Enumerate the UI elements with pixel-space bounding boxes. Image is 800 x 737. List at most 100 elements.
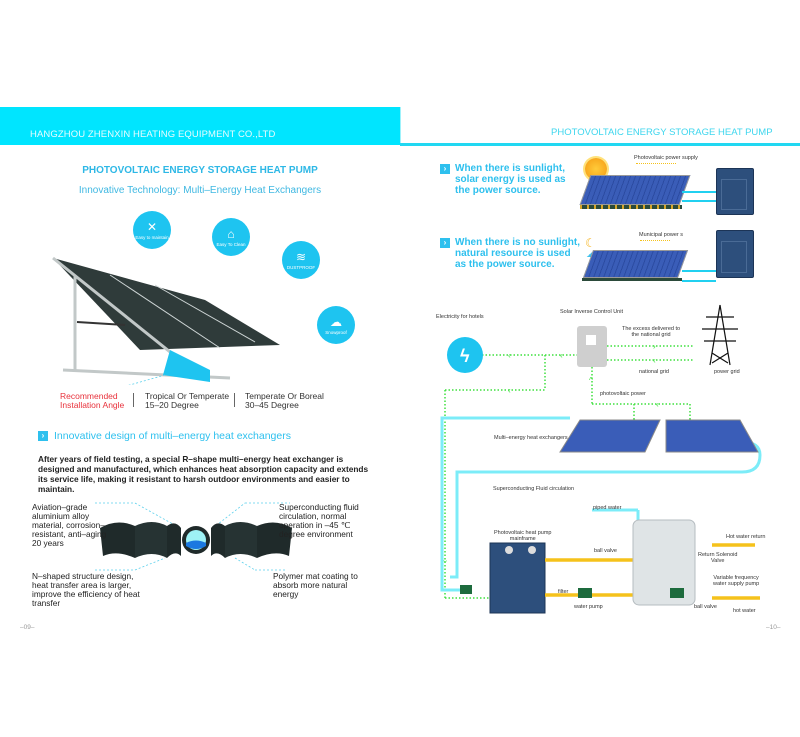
leader-line [640,240,670,241]
callout-fluid-circulation: Superconducting fluid circulation, norma… [279,502,359,539]
water-tank [632,519,696,606]
fin [257,522,292,558]
svg-text:^: ^ [589,376,593,385]
tools-icon: ✕ [146,219,158,234]
text-line: Return Solenoid [698,552,738,558]
control-unit-label: Solar Inverse Control Unit [560,309,623,315]
fin [100,522,135,558]
heat-pump-unit [716,230,754,278]
panel-seam [109,274,221,349]
recommended-angle-label: Recommended Installation Angle [60,392,124,410]
fluid-wave [186,540,206,549]
label-line: 15–20 Degree [145,400,199,410]
electricity-hotels-label: Electricity for hotels [436,314,484,320]
fin [211,523,225,558]
separator [234,393,235,407]
fin [167,523,181,558]
svg-text:‹: ‹ [560,351,563,360]
text-line: When there is sunlight, [455,163,566,174]
ball-valve-2-label: ball valve [694,604,717,610]
text-line: The excess delivered to [622,326,681,332]
svg-text:›: › [653,342,656,351]
sun-icon [585,158,607,180]
callout-n-shape: N–shaped structure design, heat transfer… [32,571,140,608]
panel-surface [53,258,280,350]
cable [682,280,716,282]
power-flow-lines [444,345,693,599]
feature-easy-clean: ⌂ Easy To Clean [212,218,250,256]
header-line-right [400,143,800,146]
separator [133,393,134,407]
page-number-left: –09– [20,624,35,631]
wind-dust-icon: ≋ [295,249,307,264]
gauge [528,546,536,554]
fin [225,522,257,558]
vf-pump-label: Variable frequency water supply pump [713,575,759,587]
lightning-glyph: ϟ [460,346,470,366]
fluid-circulation-label: Superconducting Fluid circulation [493,486,575,492]
feature-snowproof: ☁ Snowproof [317,306,355,344]
leader-line [234,557,256,571]
svg-text:‹: ‹ [653,356,656,365]
solar-panel-sun [579,175,691,205]
svg-text:‹: ‹ [508,386,511,395]
leader-line [212,502,246,529]
page-title: PHOTOVOLTAIC ENERGY STORAGE HEAT PUMP [82,165,318,176]
text-line: Photovoltaic heat pump [494,530,552,536]
pv-supply-label: Photovoltaic power supply [634,155,698,161]
mainframe-label: Photovoltaic heat pump mainframe [494,530,551,542]
heat-exchanger-illustration [95,502,292,571]
filter-label: filter [558,589,569,595]
header-band-left [0,107,400,145]
feature-label: Snowproof [325,329,347,335]
hot-water-return-label: Hot water return [726,534,766,540]
national-grid-label: national grid [639,369,669,375]
heat-exchanger-panel [559,419,661,453]
page-divider [400,107,401,145]
text-line: When there is no sunlight, [455,237,580,248]
supply-pump [670,588,684,598]
return-valve-label: Return Solenoid Valve [698,552,737,564]
callout-aluminium: Aviation–grade aluminium alloy material,… [32,502,107,548]
panel-base [580,205,682,209]
section-heading-text: Innovative design of multi–energy heat e… [54,430,291,442]
heat-pump-mainframe [489,542,546,614]
system-flow-diagram: ‹‹‹ ›‹‹ › ^ ϟ [440,304,762,614]
mode-sunlight-text: › When there is sunlight, solar energy i… [440,163,566,196]
label-line: Temperate Or Boreal [245,391,324,401]
water-pump-label: water pump [574,604,603,610]
heat-exchanger-panel [665,419,759,453]
power-tower-icon [702,304,738,366]
feature-label: DUSTPROOF [286,264,316,270]
arrow-right-icon: › [38,431,48,441]
excess-to-grid-label: The excess delivered to the national gri… [622,326,680,338]
panel-base [582,278,682,281]
ball-valve-label: ball valve [594,548,617,554]
section-heading: › Innovative design of multi–energy heat… [38,430,291,442]
heat-exchangers-label: Multi–energy heat exchangers [494,435,568,441]
text-line: water supply pump [713,581,760,587]
arrow-right-icon: › [440,238,450,248]
mode-no-sunlight-text: › When there is no sunlight, natural res… [440,237,580,270]
label-line: Installation Angle [60,400,125,410]
leader-line [636,163,676,164]
circulation-pump [460,585,472,594]
cable [682,270,716,272]
arrow-right-icon: › [440,164,450,174]
label-line: 30–45 Degree [245,400,299,410]
feature-easy-maintain: ✕ Easy to maintain [133,211,171,249]
fin [135,522,167,558]
water-pump [578,588,592,598]
brush-icon: ⌂ [227,226,235,241]
angle-indicator [163,350,210,382]
svg-text:‹: ‹ [656,400,659,409]
page-number-right: –10– [766,624,781,631]
company-name: HANGZHOU ZHENXIN HEATING EQUIPMENT CO.,L… [30,129,276,140]
feature-dustproof: ≋ DUSTPROOF [282,241,320,279]
electricity-icon [447,337,483,373]
text-line: Valve [711,558,725,564]
text-line: mainframe [509,536,536,542]
feature-label: Easy To Clean [216,241,246,247]
hot-water-label: hot water [733,608,756,614]
boreal-angle: Temperate Or Boreal 30–45 Degree [245,392,324,410]
